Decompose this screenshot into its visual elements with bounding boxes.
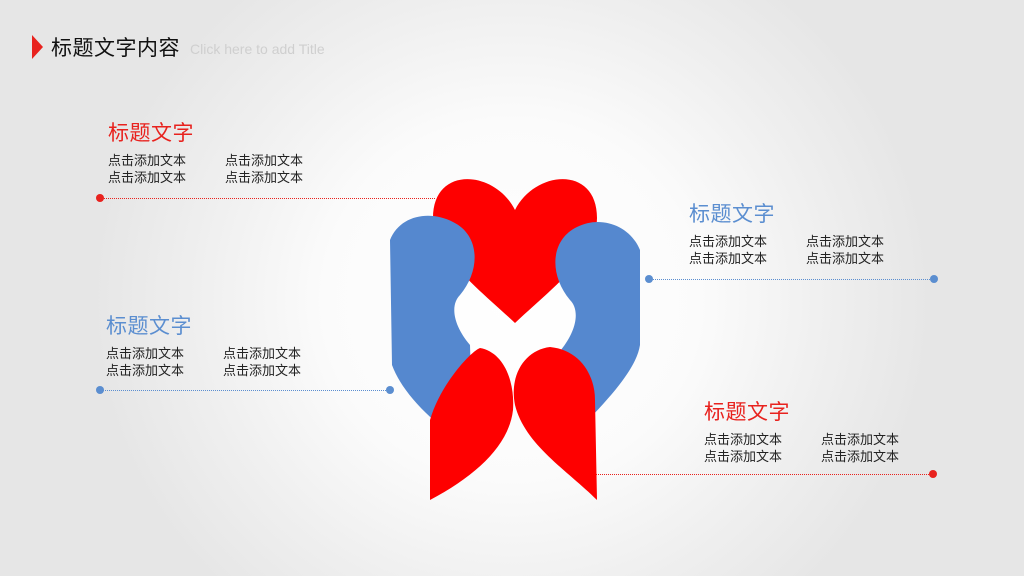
block-text[interactable]: 点击添加文本 xyxy=(108,171,187,186)
block-text-grid: 点击添加文本 点击添加文本 点击添加文本 点击添加文本 xyxy=(106,346,340,380)
block-heading[interactable]: 标题文字 xyxy=(704,400,790,424)
block-heading[interactable]: 标题文字 xyxy=(106,314,192,338)
block-text[interactable]: 点击添加文本 xyxy=(689,235,768,250)
leader-dot xyxy=(930,275,938,283)
block-text[interactable]: 点击添加文本 xyxy=(689,252,768,267)
block-text-grid: 点击添加文本 点击添加文本 点击添加文本 点击添加文本 xyxy=(689,234,923,268)
block-text[interactable]: 点击添加文本 xyxy=(704,450,783,465)
block-text[interactable]: 点击添加文本 xyxy=(225,154,304,169)
block-text-grid: 点击添加文本 点击添加文本 点击添加文本 点击添加文本 xyxy=(108,153,342,187)
slide-title[interactable]: 标题文字内容 xyxy=(51,36,180,60)
leader-dot xyxy=(386,386,394,394)
block-text[interactable]: 点击添加文本 xyxy=(106,347,185,362)
leader-line xyxy=(100,198,435,199)
leader-line xyxy=(649,279,934,280)
text-block-top-right: 标题文字 点击添加文本 点击添加文本 点击添加文本 点击添加文本 xyxy=(689,198,923,268)
block-text[interactable]: 点击添加文本 xyxy=(704,433,783,448)
leader-line xyxy=(100,390,390,391)
leader-line xyxy=(595,474,933,475)
slide-subtitle[interactable]: Click here to add Title xyxy=(190,41,325,57)
block-text[interactable]: 点击添加文本 xyxy=(821,433,900,448)
text-block-bottom-left: 标题文字 点击添加文本 点击添加文本 点击添加文本 点击添加文本 xyxy=(106,310,340,380)
block-heading[interactable]: 标题文字 xyxy=(108,121,194,145)
hearts-hands-icon xyxy=(390,179,640,500)
block-text[interactable]: 点击添加文本 xyxy=(106,364,185,379)
block-heading[interactable]: 标题文字 xyxy=(689,202,775,226)
title-marker-icon xyxy=(32,35,43,59)
leader-dot xyxy=(645,275,653,283)
block-text[interactable]: 点击添加文本 xyxy=(225,171,304,186)
block-text[interactable]: 点击添加文本 xyxy=(223,364,302,379)
slide-header: 标题文字内容 Click here to add Title xyxy=(32,32,325,62)
block-text[interactable]: 点击添加文本 xyxy=(108,154,187,169)
text-block-top-left: 标题文字 点击添加文本 点击添加文本 点击添加文本 点击添加文本 xyxy=(108,117,342,187)
block-text[interactable]: 点击添加文本 xyxy=(821,450,900,465)
text-block-bottom-right: 标题文字 点击添加文本 点击添加文本 点击添加文本 点击添加文本 xyxy=(704,396,938,466)
block-text[interactable]: 点击添加文本 xyxy=(806,235,885,250)
block-text-grid: 点击添加文本 点击添加文本 点击添加文本 点击添加文本 xyxy=(704,432,938,466)
block-text[interactable]: 点击添加文本 xyxy=(806,252,885,267)
block-text[interactable]: 点击添加文本 xyxy=(223,347,302,362)
leader-dot xyxy=(929,470,937,478)
